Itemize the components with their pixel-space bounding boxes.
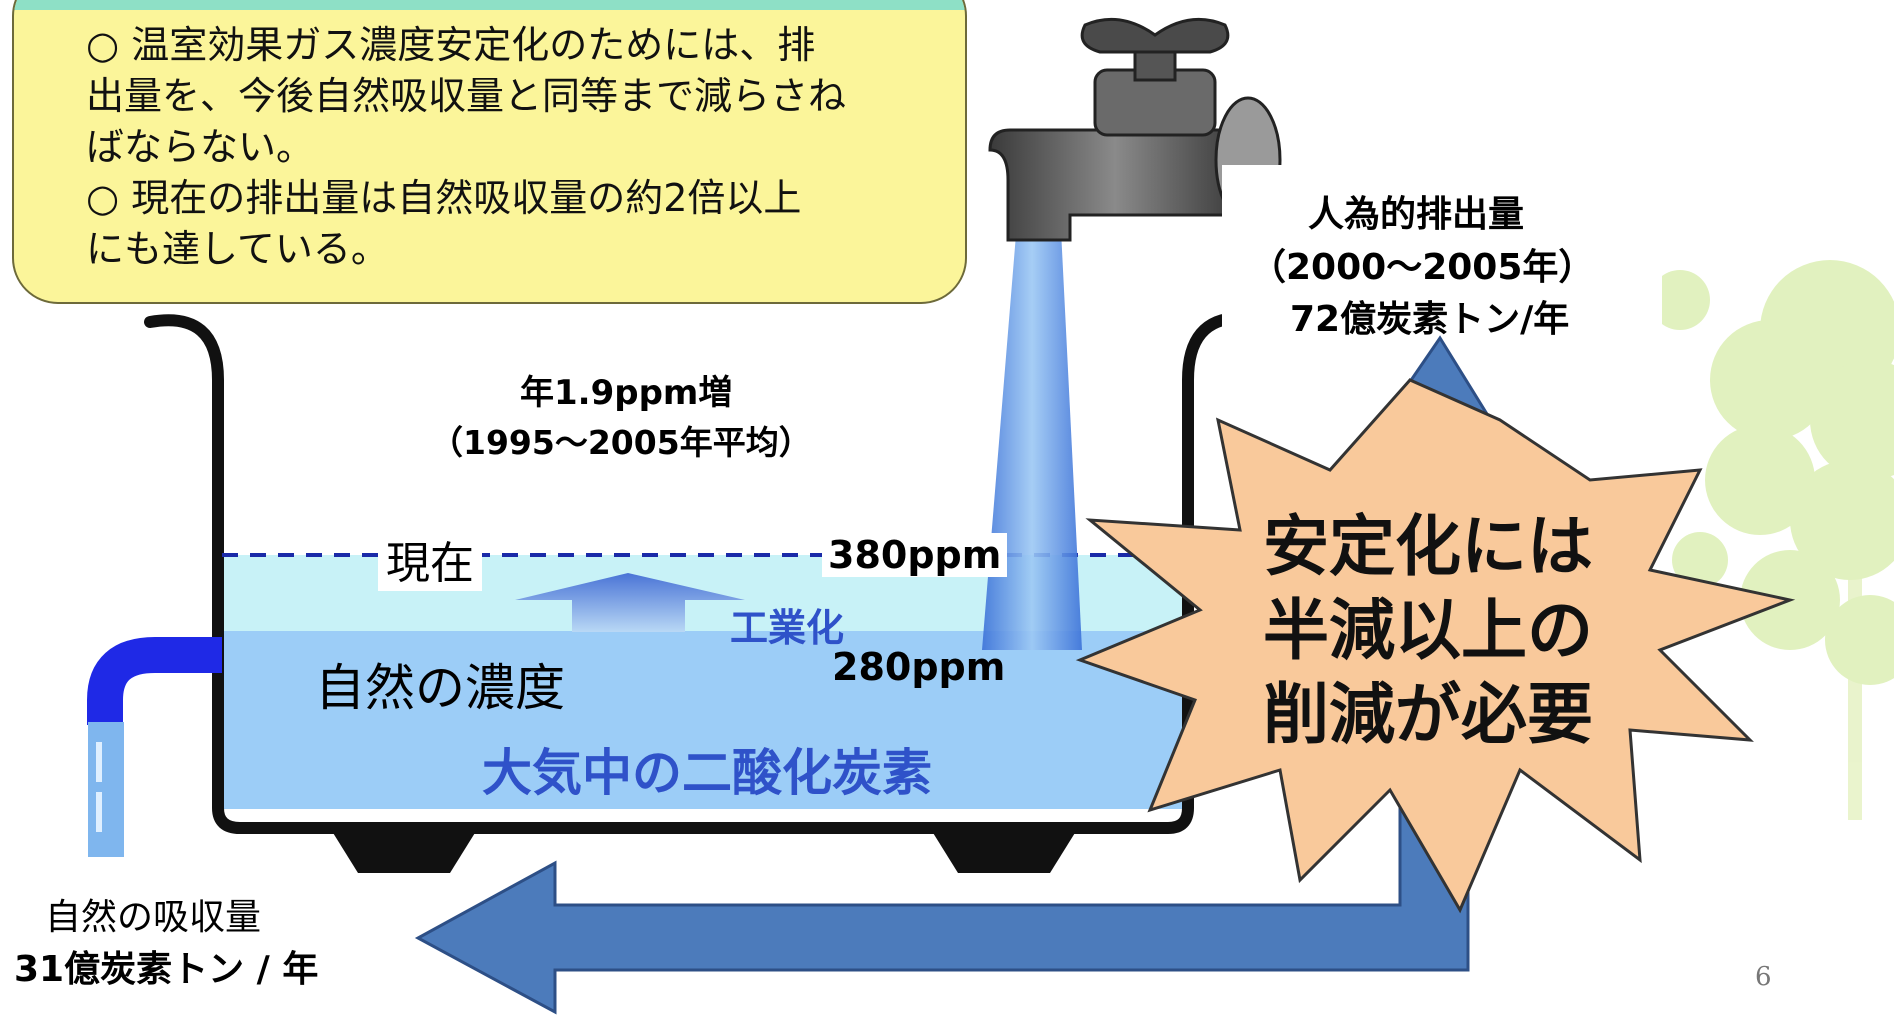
- callout-text: ○ 温室効果ガス濃度安定化のためには、排 出量を、今後自然吸収量と同等まで減らさ…: [86, 20, 946, 275]
- callout-line: ばならない。: [86, 125, 315, 169]
- current-ppm-label: 380ppm: [822, 533, 1008, 577]
- emission-period: （2000～2005年）: [1250, 247, 1595, 288]
- bathtub-feet: [330, 828, 1078, 873]
- current-label: 現在: [378, 527, 482, 591]
- faucet-stream: [982, 210, 1082, 650]
- burst-line: 半減以上の: [1263, 592, 1593, 669]
- burst-line: 安定化には: [1263, 508, 1593, 585]
- burst-line: 削減が必要: [1263, 676, 1593, 753]
- emission-title: 人為的排出量: [1308, 194, 1525, 235]
- industrialization-label: 工業化: [730, 606, 845, 650]
- absorption-title: 自然の吸収量: [45, 897, 262, 938]
- absorption-amount: 31億炭素トン / 年: [14, 949, 319, 990]
- industrialization-arrow: [515, 573, 745, 632]
- emission-amount: 72億炭素トン/年: [1290, 299, 1570, 340]
- info-callout: ○ 温室効果ガス濃度安定化のためには、排 出量を、今後自然吸収量と同等まで減らさ…: [12, 0, 967, 304]
- callout-line: ○ 温室効果ガス濃度安定化のためには、排: [86, 23, 816, 67]
- atmospheric-co2-label: 大気中の二酸化炭素: [482, 744, 932, 802]
- emission-label-bg: [1222, 165, 1662, 335]
- callout-line: にも達している。: [86, 227, 389, 271]
- increase-period-label: （1995～2005年平均）: [430, 423, 812, 462]
- drain-pipe: [87, 637, 222, 857]
- natural-concentration-label: 自然の濃度: [315, 659, 565, 717]
- page-number: 6: [1755, 962, 1772, 992]
- faucet-icon: [988, 17, 1282, 242]
- callout-line: 出量を、今後自然吸収量と同等まで減らさね: [86, 74, 847, 118]
- callout-line: ○ 現在の排出量は自然吸収量の約2倍以上: [86, 176, 802, 220]
- explosion-burst: [1075, 378, 1796, 914]
- increase-rate-label: 年1.9ppm増: [520, 373, 733, 413]
- bathtub-outline: [144, 312, 1246, 834]
- natural-ppm-label: 280ppm: [832, 645, 1006, 689]
- callout-header-strip: [14, 0, 965, 10]
- burst-message: 安定化には 半減以上の 削減が必要: [1248, 505, 1608, 757]
